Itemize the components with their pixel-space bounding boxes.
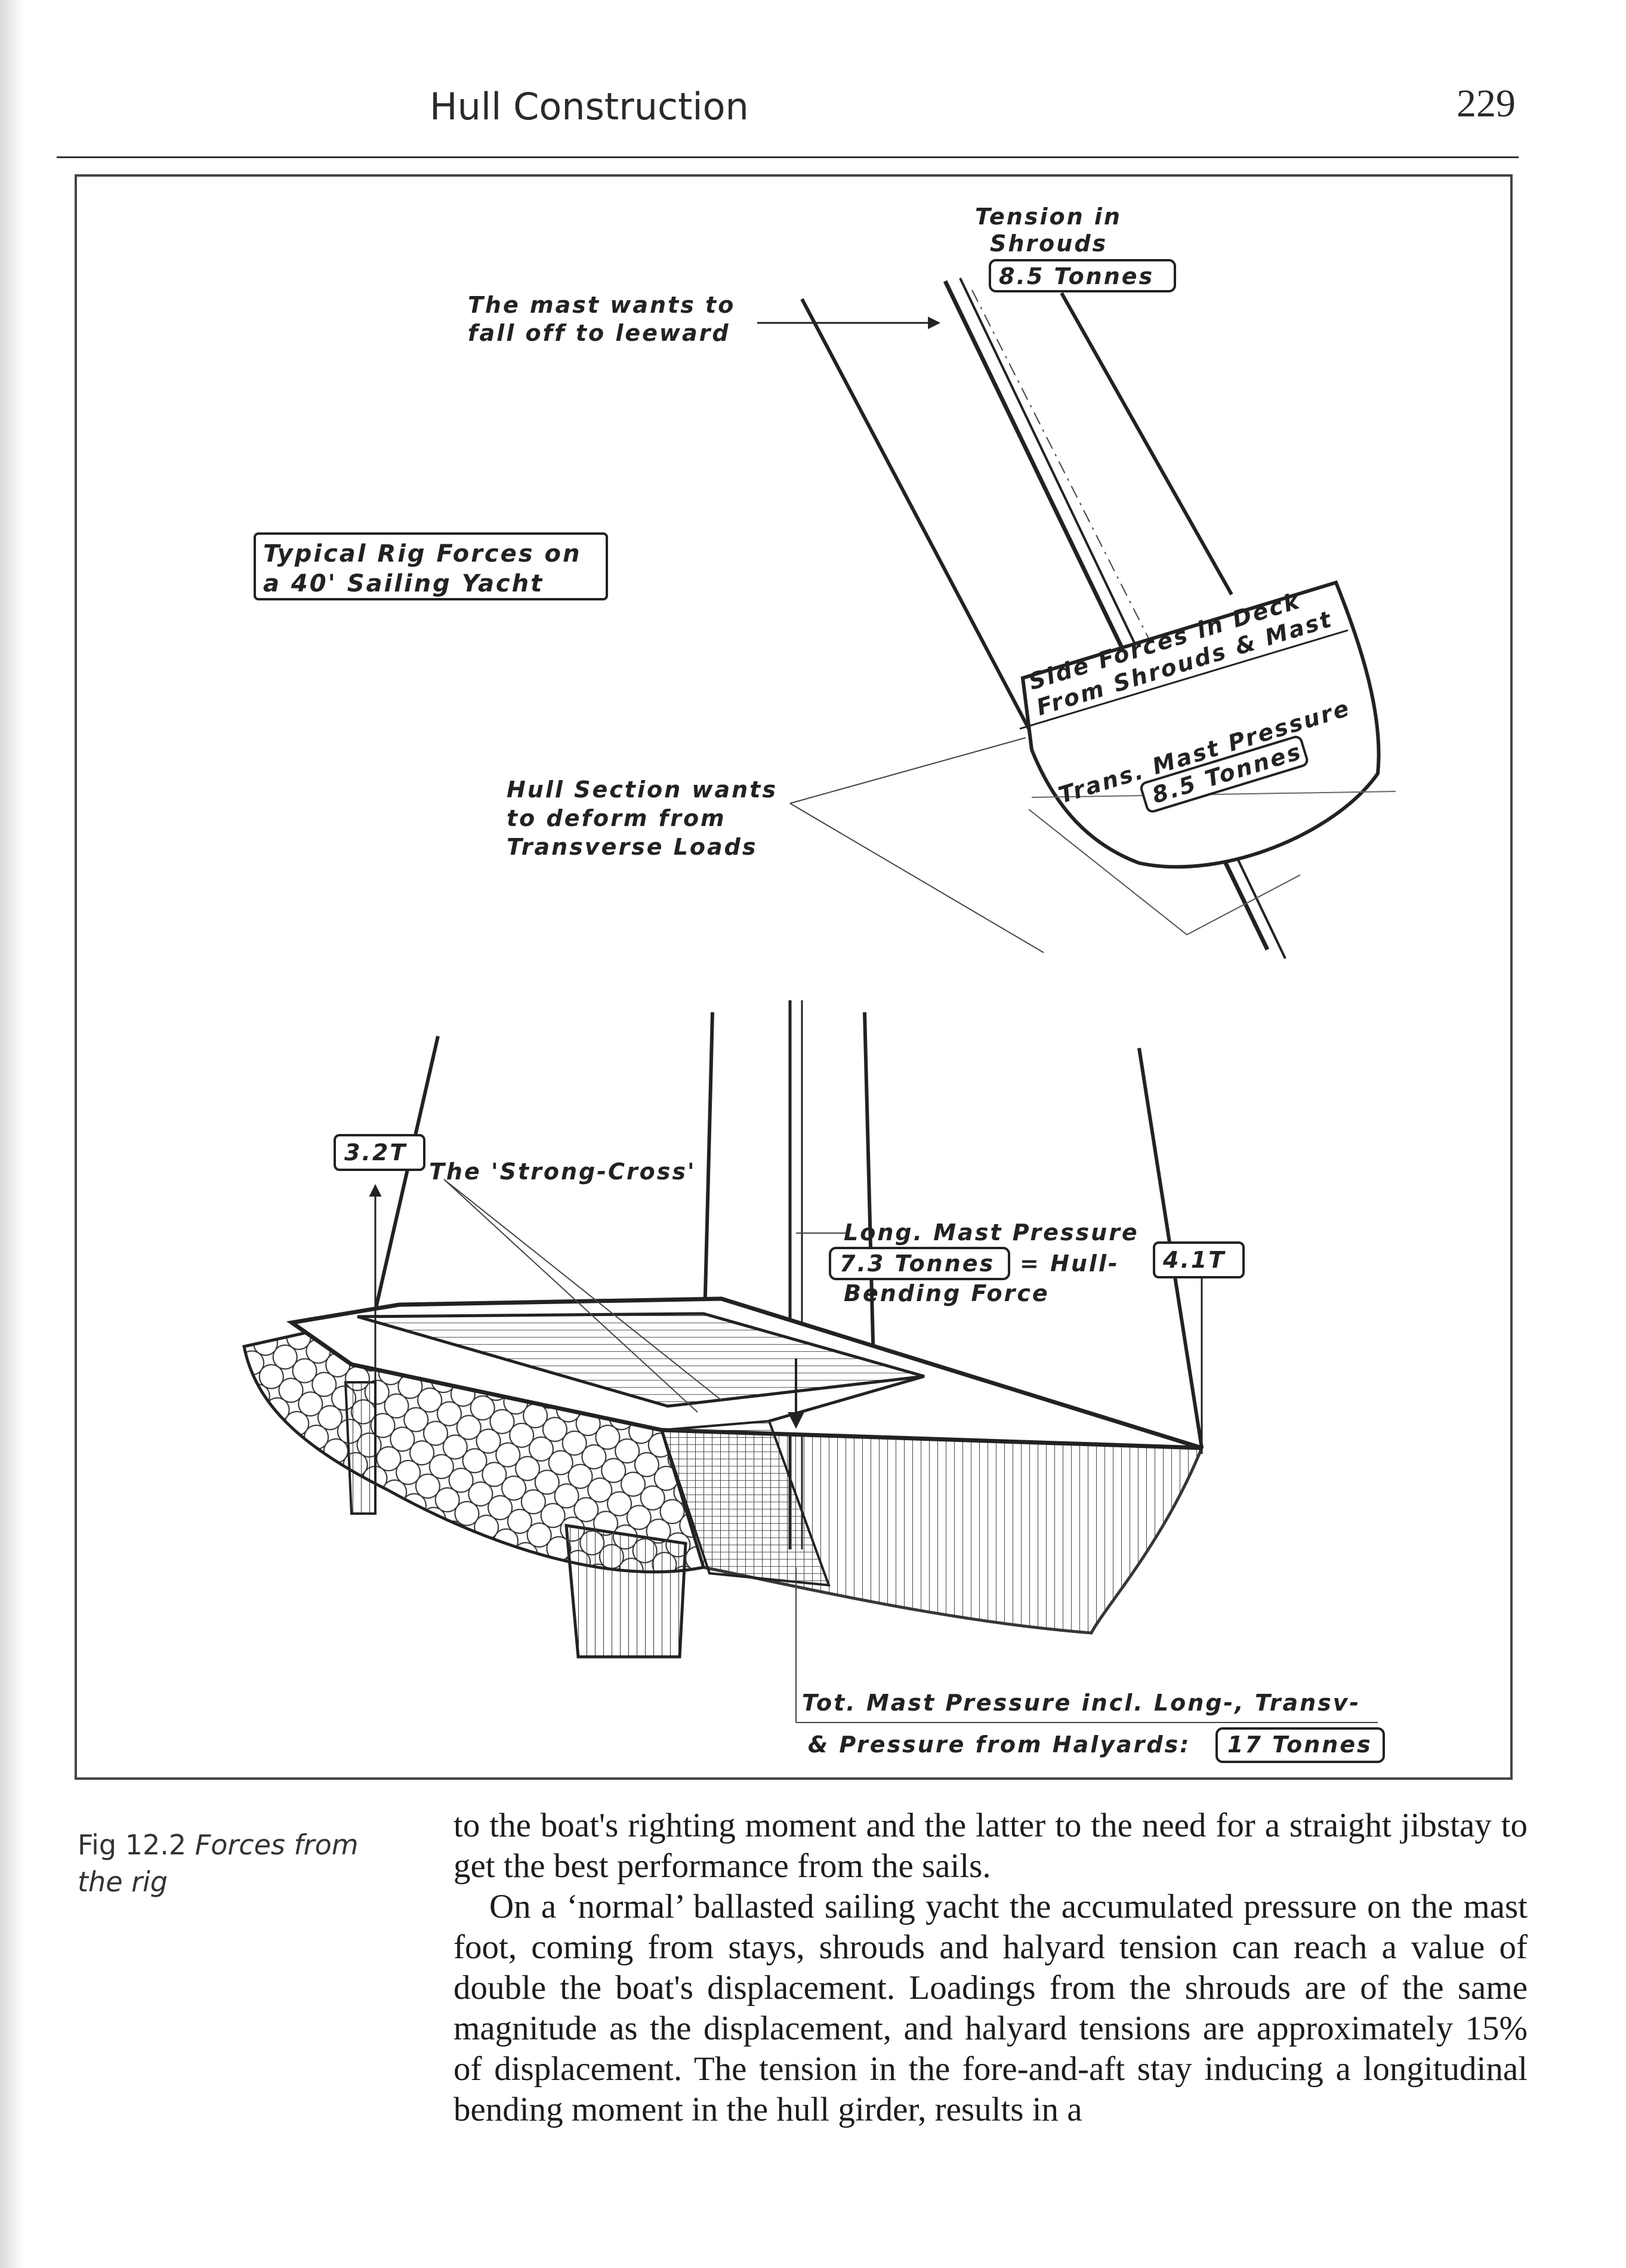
mast-leeward-line-2: fall off to leeward	[468, 320, 730, 346]
paragraph-2: On a ‘normal’ ballasted sailing yacht th…	[453, 1888, 1528, 2128]
long-mast-line-1: Long. Mast Pressure	[844, 1219, 1139, 1246]
shroud-fore	[863, 1012, 875, 1365]
figure-number: Fig 12.2	[78, 1829, 187, 1861]
figure-title-line-1: Typical Rig Forces on	[263, 540, 581, 568]
running-title: Hull Construction	[430, 85, 749, 128]
hull-section-pointer	[789, 737, 1026, 804]
shroud-tension-box	[989, 259, 1176, 292]
page-number: 229	[1457, 82, 1516, 125]
fore-stay-box	[1153, 1241, 1245, 1278]
transverse-section-drawing	[757, 278, 1396, 959]
total-pressure-line-2: & Pressure from Halyards:	[808, 1731, 1190, 1758]
hull-section-pointer-2	[789, 803, 1044, 953]
section-guide-lines	[1028, 809, 1301, 936]
hull-perspective-drawing	[242, 1000, 1378, 1723]
backstay	[374, 1036, 440, 1311]
waterline	[1031, 791, 1396, 798]
figure-caption: Fig 12.2 Forces from the rig	[78, 1826, 412, 1900]
hull-section-line-3: Transverse Loads	[507, 834, 758, 860]
aft-stay-box	[334, 1134, 425, 1171]
rig-forces-drawing: Tension in Shrouds 8.5 Tonnes The mast w…	[242, 204, 1396, 1763]
shroud-leeward	[800, 298, 1057, 781]
shroud-tension-value: 8.5 Tonnes	[999, 263, 1154, 289]
fore-stay-value: 4.1T	[1162, 1247, 1226, 1273]
long-mast-suffix: = Hull-	[1020, 1250, 1119, 1277]
mast-leeward-line-1: The mast wants to	[468, 292, 735, 318]
body-text: to the boat's righting moment and the la…	[453, 1805, 1528, 2130]
aft-stay-value: 3.2T	[344, 1139, 407, 1166]
shroud-tension-label-2: Shrouds	[990, 230, 1107, 257]
strong-cross-pointer-2	[443, 1179, 722, 1401]
strong-cross-label: The 'Strong-Cross'	[429, 1158, 696, 1185]
shroud-windward	[1060, 292, 1233, 596]
paragraph-1: to the boat's righting moment and the la…	[453, 1807, 1528, 1885]
shroud-tension-label-1: Tension in	[975, 204, 1122, 230]
hull-section-line-2: to deform from	[507, 805, 726, 831]
hull-section-line-1: Hull Section wants	[507, 776, 777, 803]
strong-cross-pointer	[443, 1179, 698, 1413]
long-mast-value: 7.3 Tonnes	[840, 1250, 995, 1277]
figure-rig-forces: Tension in Shrouds 8.5 Tonnes The mast w…	[75, 174, 1513, 1780]
figure-caption-text: Forces from the rig	[78, 1829, 359, 1898]
total-pressure-line-1: Tot. Mast Pressure incl. Long-, Transv-	[802, 1690, 1360, 1716]
total-pressure-box	[1215, 1727, 1385, 1763]
deck-beam	[1019, 629, 1349, 730]
header-rule	[57, 156, 1519, 158]
page-edge-shadow	[0, 0, 24, 2268]
total-pressure-value: 17 Tonnes	[1227, 1731, 1372, 1758]
strong-cross	[660, 1419, 831, 1587]
trans-mast-box	[1140, 735, 1309, 813]
long-mast-box	[829, 1247, 1010, 1280]
long-mast-line-3: Bending Force	[844, 1280, 1050, 1306]
title-box	[254, 532, 608, 600]
figure-title-line-2: a 40' Sailing Yacht	[263, 570, 544, 597]
hull-aft-shell	[242, 1321, 706, 1574]
